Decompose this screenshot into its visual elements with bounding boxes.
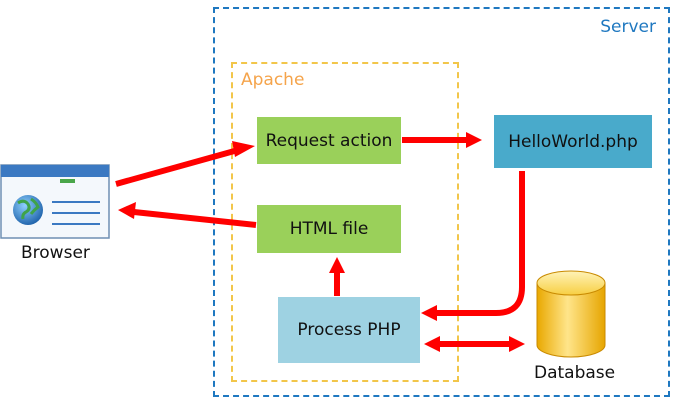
arrow-browser-to-request [115,141,255,187]
html-file-node: HTML file [257,205,401,253]
arrow-helloworld-to-process [421,171,525,321]
server-label: Server [600,17,656,37]
database-cylinder-icon [536,270,606,358]
arrow-process-to-htmlfile [329,257,345,296]
request-action-node: Request action [257,117,401,164]
arrow-htmlfile-to-browser [118,202,257,228]
server-region: Server [213,7,670,397]
arrow-request-to-helloworld [402,132,482,148]
process-php-node: Process PHP [278,297,420,363]
helloworld-php-node: HelloWorld.php [494,115,652,168]
arrow-process-database-bidirectional [424,336,525,352]
database-label: Database [534,363,616,383]
browser-label: Browser [21,243,90,263]
browser-window-icon [0,164,110,239]
apache-label: Apache [241,70,305,90]
